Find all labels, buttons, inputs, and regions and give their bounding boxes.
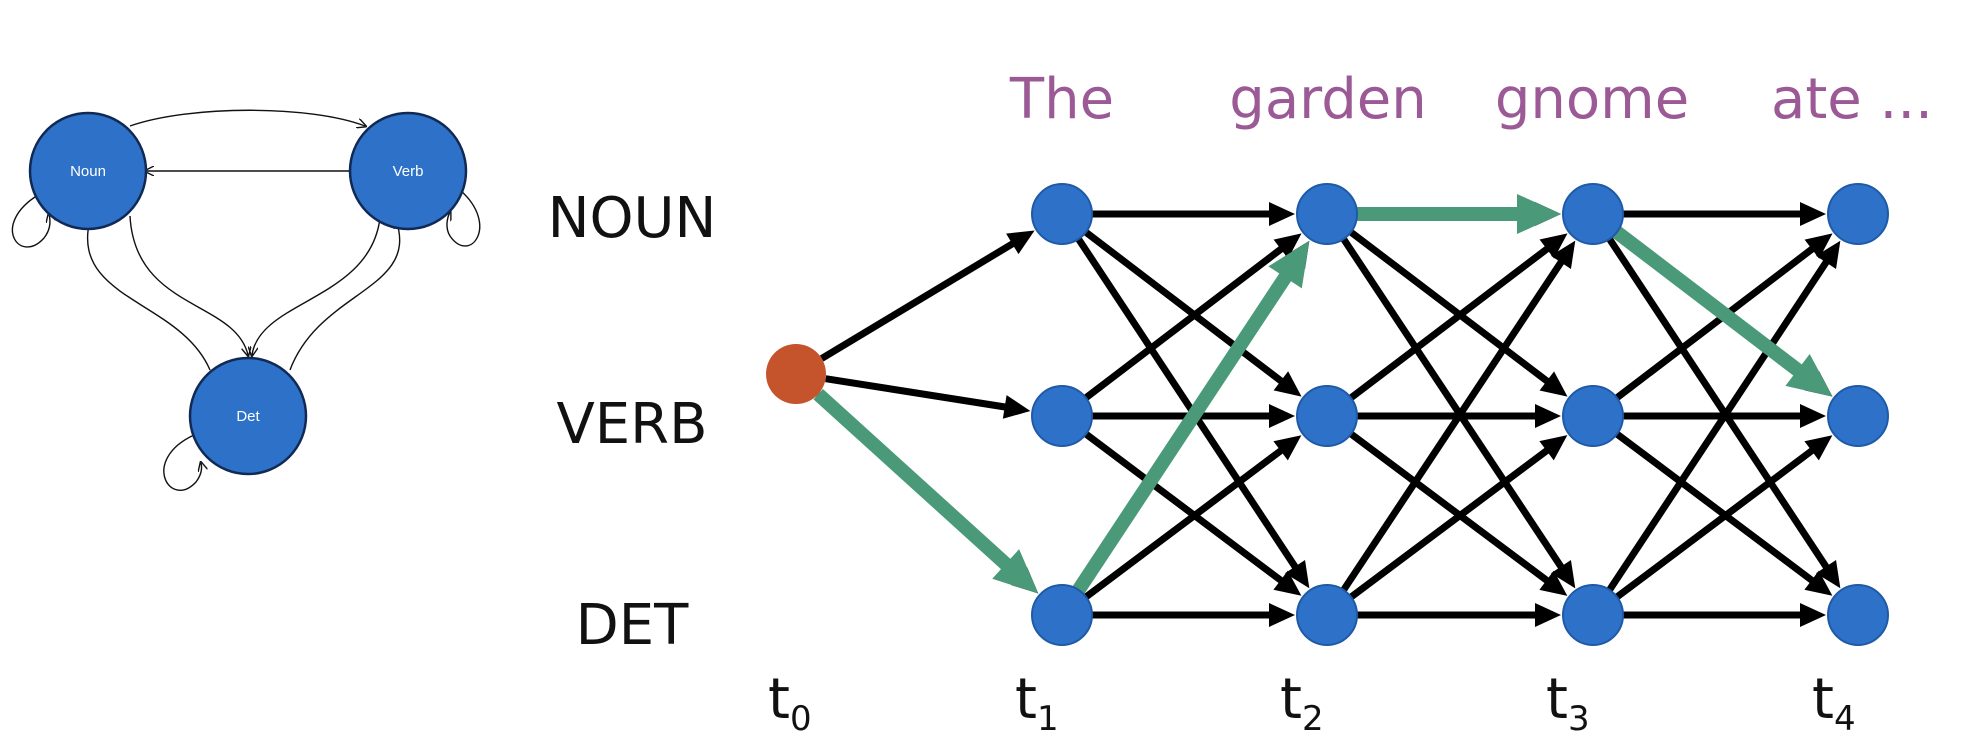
time-label-0: t0 xyxy=(768,667,812,739)
node-t3-det xyxy=(1562,584,1624,646)
edge-t1-verb-to-t2-noun xyxy=(1083,245,1285,401)
word-label-3: gnome xyxy=(1495,67,1689,132)
edge-t1-det-to-t2-det-arrowhead xyxy=(1269,603,1295,627)
node-t2-det xyxy=(1296,584,1358,646)
edge-t1-noun-to-t2-verb-arrowhead xyxy=(1273,371,1302,397)
fsm-edge-verb-to-det xyxy=(252,217,381,355)
edge-t3-noun-to-t4-noun-arrowhead xyxy=(1800,202,1826,226)
node-t4-noun xyxy=(1827,183,1889,245)
fsm-diagram: Noun Verb Det xyxy=(11,109,481,491)
node-t3-verb xyxy=(1562,385,1624,447)
edge-t1-noun-to-t2-det-arrowhead xyxy=(1285,559,1310,589)
edge-t3-det-to-t4-det-arrowhead xyxy=(1800,603,1826,627)
fsm-node-det-label: Det xyxy=(236,408,260,425)
edge-t3-verb-to-t4-noun xyxy=(1614,245,1816,401)
highlighted-path-segment-3-arrowhead xyxy=(1517,194,1561,234)
edge-t1-verb-to-t2-verb-arrowhead xyxy=(1269,404,1295,428)
edge-t2-noun-to-t3-det xyxy=(1340,237,1565,571)
edge-t3-verb-to-t4-det xyxy=(1614,431,1816,585)
edge-t1-noun-to-t2-noun-arrowhead xyxy=(1269,202,1295,226)
fsm-edge-det-to-verb xyxy=(289,220,400,371)
edge-t2-noun-to-t3-verb-arrowhead xyxy=(1539,371,1568,397)
edge-t1-det-to-t2-verb-arrowhead xyxy=(1273,435,1302,461)
fsm-node-det: Det xyxy=(188,356,308,476)
fsm-self-loop-noun xyxy=(11,194,50,248)
node-t1-noun xyxy=(1031,183,1093,245)
node-t3-noun xyxy=(1562,183,1624,245)
edge-t3-noun-to-t4-det-arrowhead xyxy=(1816,559,1841,589)
edge-t3-noun-to-t4-det xyxy=(1606,237,1831,571)
edge-start-to-t1-verb xyxy=(825,375,1008,411)
highlighted-path-segment-2 xyxy=(1072,271,1293,594)
edge-start-to-t1-verb-arrowhead xyxy=(1002,395,1031,419)
edge-t2-det-to-t3-verb xyxy=(1348,446,1551,600)
edge-t3-det-to-t4-verb xyxy=(1614,446,1816,600)
edge-t3-det-to-t4-noun-arrowhead xyxy=(1816,240,1841,270)
edge-t2-det-to-t3-noun xyxy=(1340,258,1565,592)
word-label-2: garden xyxy=(1229,67,1426,132)
highlighted-path-segment-1 xyxy=(813,388,1012,571)
trellis-diagram: The garden gnome ate ... NOUN VERB DET t… xyxy=(548,67,1933,739)
time-label-4: t4 xyxy=(1812,667,1856,739)
highlighted-path-segment-4-arrowhead xyxy=(1785,354,1833,397)
row-label-det: DET xyxy=(576,593,690,658)
trellis-nodes xyxy=(766,183,1889,646)
fsm-node-noun-label: Noun xyxy=(70,163,106,180)
edge-t2-verb-to-t3-noun-arrowhead xyxy=(1539,233,1568,259)
time-label-1: t1 xyxy=(1015,667,1059,739)
node-t2-noun xyxy=(1296,183,1358,245)
time-label-2: t2 xyxy=(1280,667,1324,739)
edge-t2-verb-to-t3-verb-arrowhead xyxy=(1535,404,1561,428)
edge-t3-verb-to-t4-noun-arrowhead xyxy=(1804,233,1833,259)
node-t4-verb xyxy=(1827,385,1889,447)
fsm-self-loop-det xyxy=(163,434,202,491)
fsm-node-verb: Verb xyxy=(348,111,468,231)
node-t1-det xyxy=(1031,584,1093,646)
fsm-edge-noun-to-verb xyxy=(129,109,365,126)
node-t1-verb xyxy=(1031,385,1093,447)
row-label-verb: VERB xyxy=(556,392,707,457)
edge-t2-noun-to-t3-det-arrowhead xyxy=(1550,560,1576,589)
edge-start-to-t1-noun xyxy=(819,239,1016,362)
fsm-self-loop-verb xyxy=(447,189,481,247)
edge-t2-verb-to-t3-noun xyxy=(1348,245,1551,401)
word-label-4: ate ... xyxy=(1771,67,1933,132)
node-t4-det xyxy=(1827,584,1889,646)
row-label-noun: NOUN xyxy=(548,186,717,251)
highlighted-path-segment-2-arrowhead xyxy=(1268,240,1310,289)
fsm-node-noun: Noun xyxy=(28,111,148,231)
fsm-node-verb-label: Verb xyxy=(393,163,424,180)
edge-start-to-t1-noun-arrowhead xyxy=(1006,230,1035,255)
fsm-edge-noun-to-det xyxy=(129,215,248,355)
word-label-1: The xyxy=(1009,67,1114,132)
edge-t1-verb-to-t2-det xyxy=(1083,431,1285,585)
edge-t3-verb-to-t4-verb-arrowhead xyxy=(1800,404,1826,428)
time-label-3: t3 xyxy=(1546,667,1590,739)
edge-t1-det-to-t2-verb xyxy=(1083,446,1285,600)
highlighted-path-segment-4 xyxy=(1612,226,1804,377)
edge-t2-det-to-t3-noun-arrowhead xyxy=(1550,240,1576,269)
edge-t1-noun-to-t2-det xyxy=(1075,237,1300,571)
edge-t2-verb-to-t3-det-arrowhead xyxy=(1539,570,1568,596)
edge-t3-det-to-t4-noun xyxy=(1606,258,1831,592)
node-t2-verb xyxy=(1296,385,1358,447)
edge-t1-verb-to-t2-det-arrowhead xyxy=(1273,570,1302,596)
highlighted-path-segment-1-arrowhead xyxy=(992,549,1039,594)
trellis-highlighted-path xyxy=(813,194,1833,594)
fsm-edge-det-to-noun xyxy=(88,220,211,371)
edge-t1-noun-to-t2-verb xyxy=(1083,229,1285,385)
edge-t3-verb-to-t4-det-arrowhead xyxy=(1804,570,1833,596)
edge-t2-det-to-t3-det-arrowhead xyxy=(1535,603,1561,627)
edge-t2-verb-to-t3-det xyxy=(1348,431,1551,585)
edge-t3-det-to-t4-verb-arrowhead xyxy=(1804,435,1833,461)
start-node xyxy=(766,344,826,404)
edge-t2-det-to-t3-verb-arrowhead xyxy=(1539,435,1568,461)
edge-t2-noun-to-t3-verb xyxy=(1348,229,1551,385)
edge-t1-verb-to-t2-noun-arrowhead xyxy=(1273,233,1302,259)
